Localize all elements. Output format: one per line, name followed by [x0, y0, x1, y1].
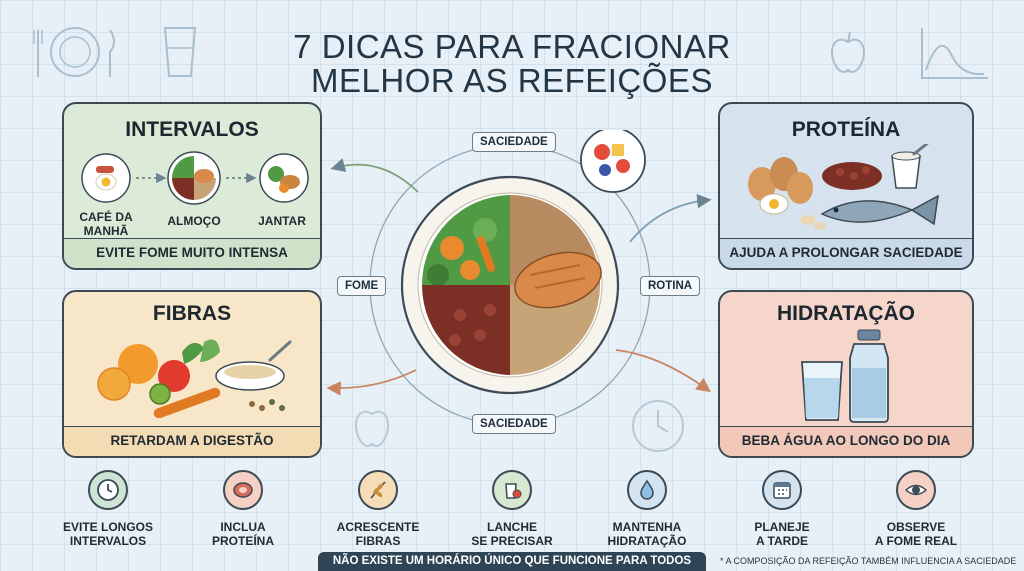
tip-label-line1: OBSERVE [886, 520, 946, 534]
title-line-2: MELHOR AS REFEIÇÕES [311, 62, 713, 99]
card-proteina-title: PROTEÍNA [791, 118, 901, 141]
apple-icon [830, 31, 866, 73]
card-fibras-caption: RETARDAM A DIGESTÃO [64, 426, 320, 456]
card-fibras: FIBRAS RETARDAM A DIGESTÃO [62, 290, 322, 458]
tip-label-line1: EVITE LONGOS [62, 520, 153, 534]
footnote: * A COMPOSIÇÃO DA REFEIÇÃO TAMBÉM INFLUE… [720, 556, 1017, 566]
tip-label-line1: PLANEJE [754, 520, 810, 534]
calendar-icon [762, 470, 802, 510]
meat-icon [223, 470, 263, 510]
card-hidratacao-title: HIDRATAÇÃO [776, 302, 916, 325]
card-intervalos-caption: EVITE FOME MUITO INTENSA [64, 238, 320, 268]
wall-clock-icon [632, 400, 684, 452]
meal-plates-icon [81, 151, 309, 205]
card-intervalos-title: INTERVALOS [125, 118, 259, 141]
card-proteina-caption: AJUDA A PROLONGAR SACIEDADE [720, 238, 972, 268]
meal-label-cafe: CAFÉ DA MANHÃ [79, 210, 133, 238]
fiber-foods-icon [97, 339, 292, 418]
snack-icon [492, 470, 532, 510]
wheat-icon [358, 470, 398, 510]
water-drop-icon [627, 470, 667, 510]
tag-fome: FOME [337, 276, 387, 296]
tip-label-line2: FIBRAS [355, 534, 401, 548]
card-fibras-title: FIBRAS [152, 302, 232, 325]
card-hidratacao: HIDRATAÇÃO BEBA ÁGUA AO LONGO DO DIA [718, 290, 974, 458]
card-intervalos: INTERVALOS CAFÉ DA MANHÃ ALMOÇO JANTAR E… [62, 102, 322, 270]
tag-saciedade-top: SACIEDADE [472, 132, 556, 152]
protein-foods-icon [748, 144, 939, 230]
page-title: 7 DICAS PARA FRACIONAR MELHOR AS REFEIÇÕ… [0, 30, 1024, 98]
meal-label-jantar: JANTAR [258, 214, 306, 228]
tip-label-line2: HIDRATAÇÃO [607, 534, 687, 548]
title-line-1: 7 DICAS PARA FRACIONAR [293, 28, 731, 65]
tip-label-line1: ACRESCENTE [336, 520, 420, 534]
tip-label-line1: MANTENHA [612, 520, 682, 534]
connector-arrows [326, 158, 712, 396]
footer-banner: NÃO EXISTE UM HORÁRIO ÚNICO QUE FUNCIONE… [318, 552, 706, 571]
tip-label-line1: LANCHE [487, 520, 537, 534]
tip-label-line2: SE PRECISAR [471, 534, 553, 548]
tag-saciedade-bottom: SACIEDADE [472, 414, 556, 434]
cutlery-plate-icon [33, 27, 115, 77]
meal-label-almoco: ALMOÇO [167, 214, 221, 228]
tip-label-line2: A TARDE [756, 534, 808, 548]
card-proteina: PROTEÍNA AJUDA A PROLONGAR SACIEDADE [718, 102, 974, 270]
tip-label-line1: INCLUA [220, 520, 266, 534]
apple-outline-icon [354, 410, 390, 447]
glass-icon [163, 27, 197, 77]
tip-label-line2: PROTEÍNA [211, 534, 274, 548]
clock-icon [88, 470, 128, 510]
tip-label-line2: A FOME REAL [874, 534, 958, 548]
tip-label-line2: INTERVALOS [69, 534, 147, 548]
eye-icon [896, 470, 936, 510]
plate-diagram [369, 130, 651, 426]
tag-rotina: ROTINA [640, 276, 701, 296]
chart-icon [921, 28, 988, 79]
water-glass-bottle-icon [801, 329, 889, 423]
card-hidratacao-caption: BEBA ÁGUA AO LONGO DO DIA [720, 426, 972, 456]
